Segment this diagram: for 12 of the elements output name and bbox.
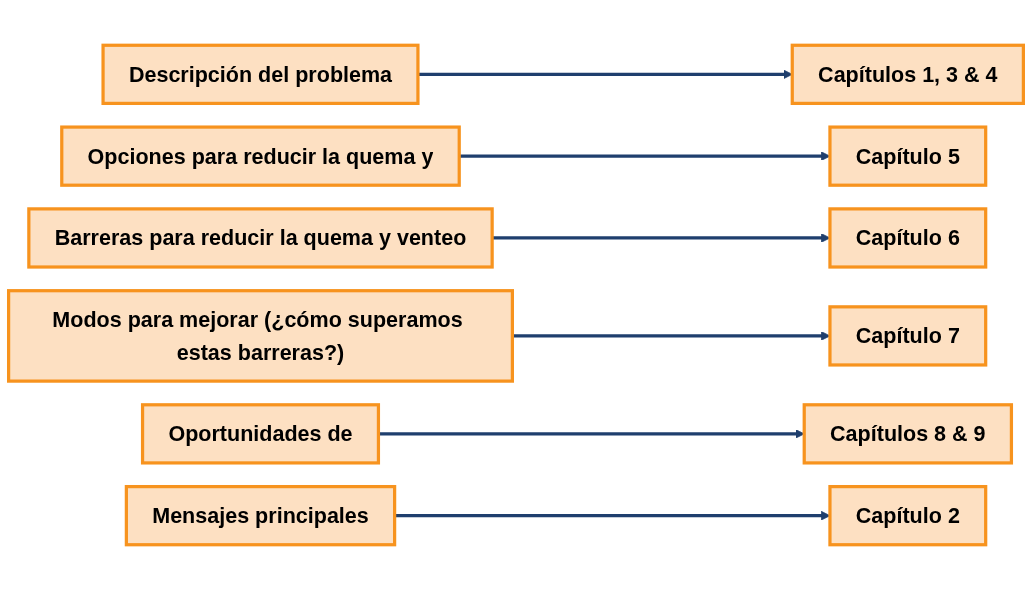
node-box: Mensajes principales <box>124 485 397 547</box>
node-box: Capítulos 1, 3 & 4 <box>790 43 1025 105</box>
node-box: Capítulo 6 <box>828 207 988 269</box>
node-box: Oportunidades de <box>140 403 381 465</box>
node-box: Modos para mejorar (¿cómo superamos estas barreras?) <box>7 289 514 383</box>
node-box: Descripción del problema <box>101 43 420 105</box>
node-box: Opciones para reducir la quema y <box>60 125 461 187</box>
node-box: Barreras para reducir la quema y venteo <box>27 207 494 269</box>
node-box: Capítulo 7 <box>828 305 988 367</box>
node-box: Capítulo 5 <box>828 125 988 187</box>
node-box: Capítulo 2 <box>828 485 988 547</box>
node-box: Capítulos 8 & 9 <box>802 403 1014 465</box>
